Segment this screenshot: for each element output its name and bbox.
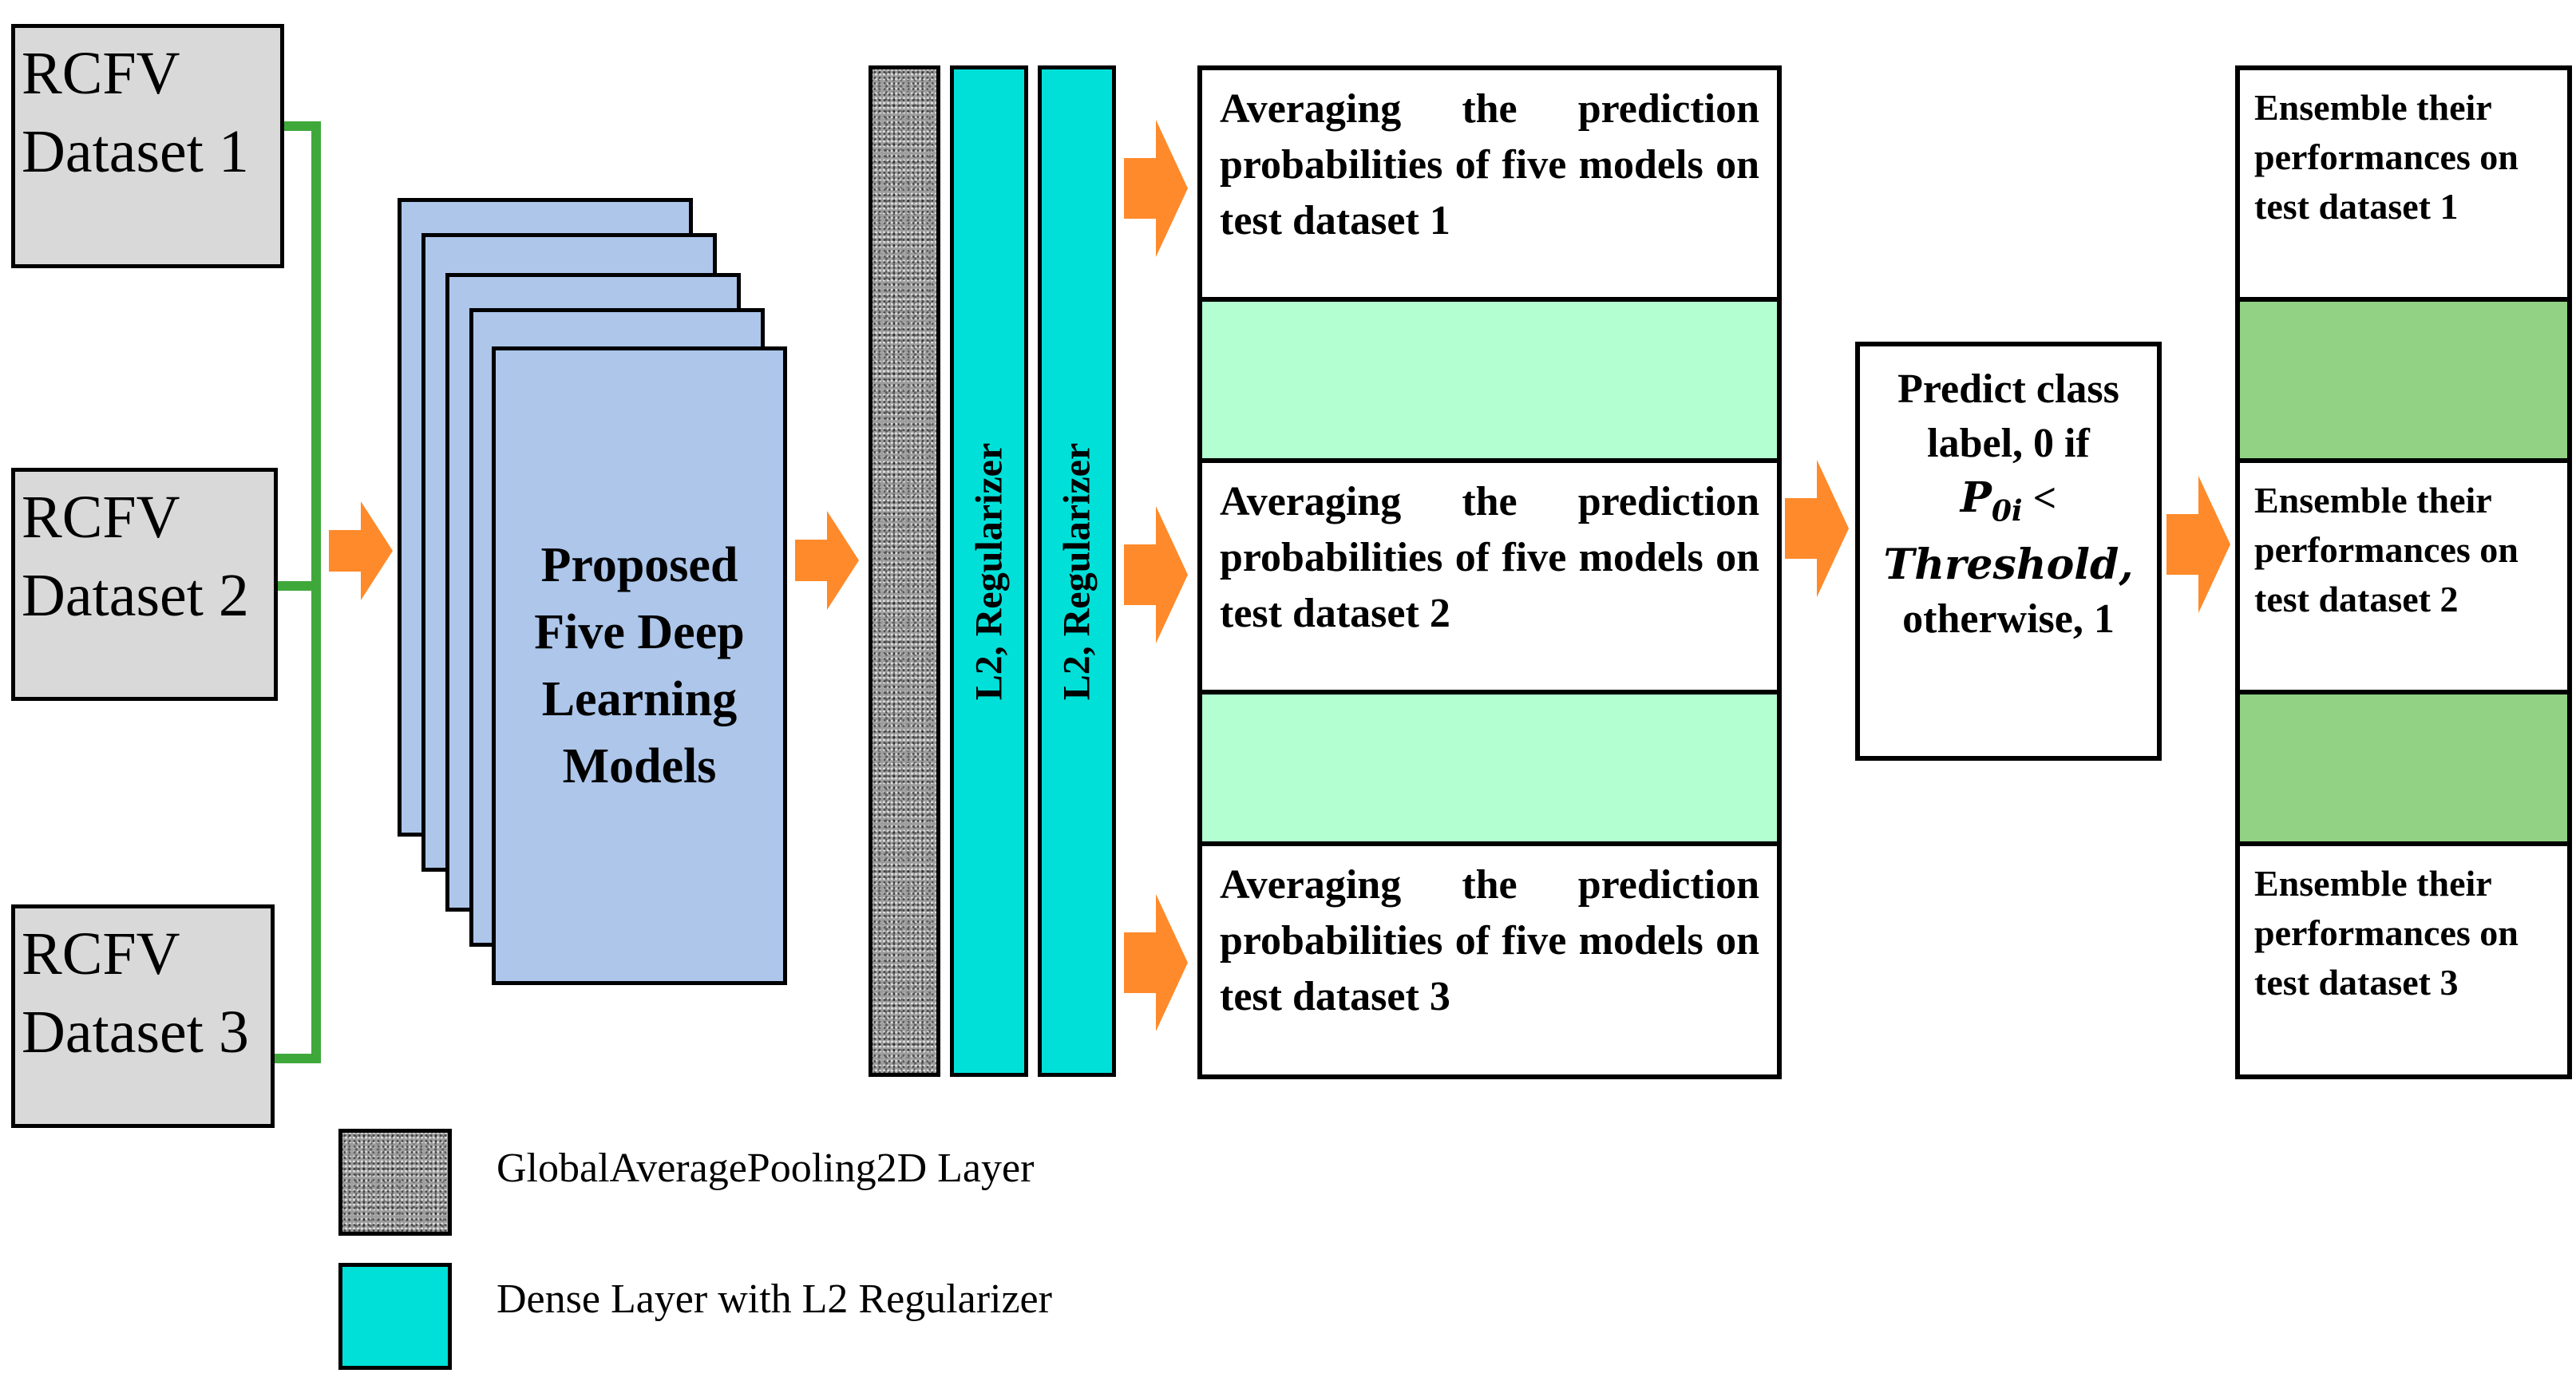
predict-line-5: otherwise, 1 (1902, 596, 2115, 643)
dataset-1-line1: RCFV (22, 40, 180, 107)
arrow-to-average-2 (1124, 506, 1188, 643)
averaging-cell-2: Averaging the prediction probabilities o… (1202, 463, 1777, 690)
arrow-predict-to-ensemble (2166, 476, 2230, 613)
arrow-models-to-layers (795, 511, 859, 610)
connector-vertical (311, 121, 321, 1063)
ensemble-cell-3: Ensemble their performances on test data… (2240, 846, 2567, 1074)
global-average-pooling-layer (869, 65, 940, 1077)
averaging-cell-3: Averaging the prediction probabilities o… (1202, 846, 1777, 1074)
divider (1202, 458, 1777, 463)
legend-dense-label: Dense Layer with L2 Regularizer (497, 1276, 1052, 1322)
arrow-to-average-3 (1124, 894, 1188, 1031)
connector-bottom (275, 1054, 321, 1063)
legend-pooling-label: GlobalAveragePooling2D Layer (497, 1146, 1035, 1191)
averaging-text-1: Averaging the prediction probabilities o… (1220, 86, 1759, 243)
predict-formula-sub: 0i (1991, 494, 2023, 528)
dataset-1-line2: Dataset 1 (22, 118, 249, 185)
models-title: Proposed Five Deep Learning Models (534, 538, 745, 793)
ensemble-spacer-1 (2240, 302, 2567, 458)
ensemble-text-1: Ensemble their performances on test data… (2254, 87, 2519, 227)
legend-dense-swatch (338, 1263, 452, 1370)
dense-layer-1: L2, Regularizer (950, 65, 1028, 1077)
dense-layer-2: L2, Regularizer (1038, 65, 1116, 1077)
ensemble-column: Ensemble their performances on test data… (2235, 65, 2572, 1079)
averaging-text-3: Averaging the prediction probabilities o… (1220, 862, 1759, 1019)
ensemble-cell-2: Ensemble their performances on test data… (2240, 463, 2567, 690)
divider (1202, 841, 1777, 846)
ensemble-spacer-2 (2240, 694, 2567, 841)
divider (2240, 690, 2567, 694)
averaging-column: Averaging the prediction probabilities o… (1197, 65, 1782, 1079)
predict-formula: P0i < (1860, 471, 2157, 538)
predict-formula-var: P (1960, 473, 1992, 522)
dataset-box-2: RCFV Dataset 2 (11, 468, 278, 701)
dataset-3-line2: Dataset 3 (22, 999, 249, 1066)
dataset-box-3: RCFV Dataset 3 (11, 904, 275, 1128)
averaging-spacer-1 (1202, 302, 1777, 458)
dense-layer-2-label: L2, Regularizer (1055, 442, 1098, 700)
model-card-front: Proposed Five Deep Learning Models (492, 346, 787, 985)
averaging-cell-1: Averaging the prediction probabilities o… (1202, 70, 1777, 297)
dataset-2-line2: Dataset 2 (22, 562, 249, 629)
dataset-3-line1: RCFV (22, 920, 180, 987)
connector-middle (278, 581, 321, 591)
predict-formula-op: < (2022, 476, 2057, 521)
dataset-box-1: RCFV Dataset 1 (11, 24, 284, 268)
connector-top (284, 121, 321, 131)
divider (2240, 458, 2567, 463)
ensemble-text-3: Ensemble their performances on test data… (2254, 863, 2519, 1003)
predict-class-box: Predict class label, 0 if P0i < Threshol… (1855, 342, 2162, 761)
legend-pooling-swatch (338, 1129, 452, 1236)
predict-threshold: Threshold, (1883, 540, 2134, 590)
dense-layer-1-label: L2, Regularizer (967, 442, 1011, 700)
ensemble-cell-1: Ensemble their performances on test data… (2240, 70, 2567, 297)
arrow-datasets-to-models (329, 501, 393, 600)
divider (2240, 297, 2567, 302)
divider (1202, 297, 1777, 302)
arrow-to-average-1 (1124, 120, 1188, 257)
averaging-spacer-2 (1202, 694, 1777, 841)
predict-line-2: label, 0 if (1927, 421, 2090, 466)
ensemble-text-2: Ensemble their performances on test data… (2254, 480, 2519, 619)
arrow-average-to-predict (1785, 460, 1849, 597)
averaging-text-2: Averaging the prediction probabilities o… (1220, 479, 1759, 636)
divider (1202, 690, 1777, 694)
divider (2240, 841, 2567, 846)
predict-line-1: Predict class (1897, 366, 2119, 412)
dataset-2-line1: RCFV (22, 484, 180, 551)
